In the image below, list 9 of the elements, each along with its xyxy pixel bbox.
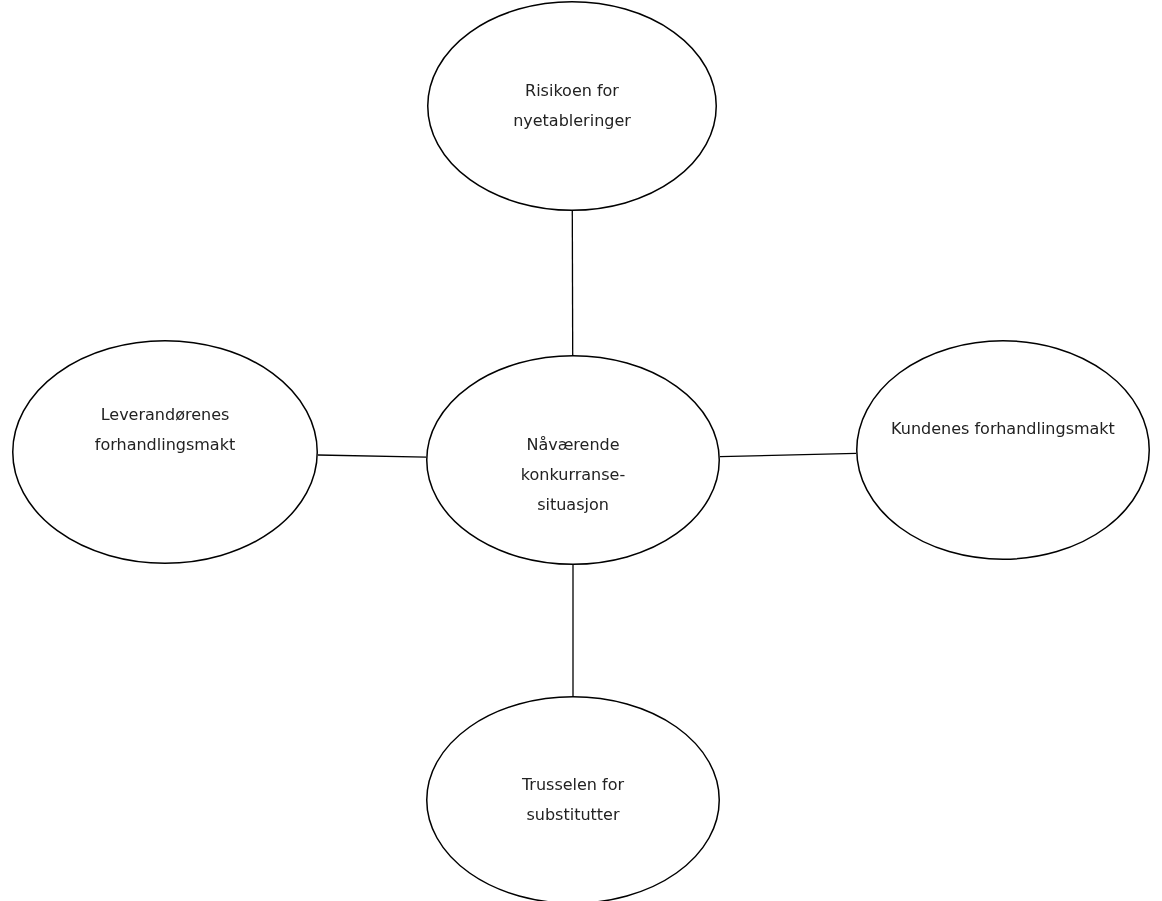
node-label: Kundenes forhandlingsmakt — [890, 418, 1116, 440]
connector-line — [571, 210, 574, 356]
connector-line — [719, 452, 857, 458]
node-label: Leverandørenes forhandlingsmakt — [93, 404, 237, 456]
connector-line — [317, 454, 427, 458]
node-label: Nåværende konkurranse- situasjon — [519, 434, 627, 516]
node-label: Trusselen for substitutter — [520, 774, 626, 826]
connector-line — [572, 564, 574, 697]
node-label: Risikoen for nyetableringer — [512, 80, 632, 132]
